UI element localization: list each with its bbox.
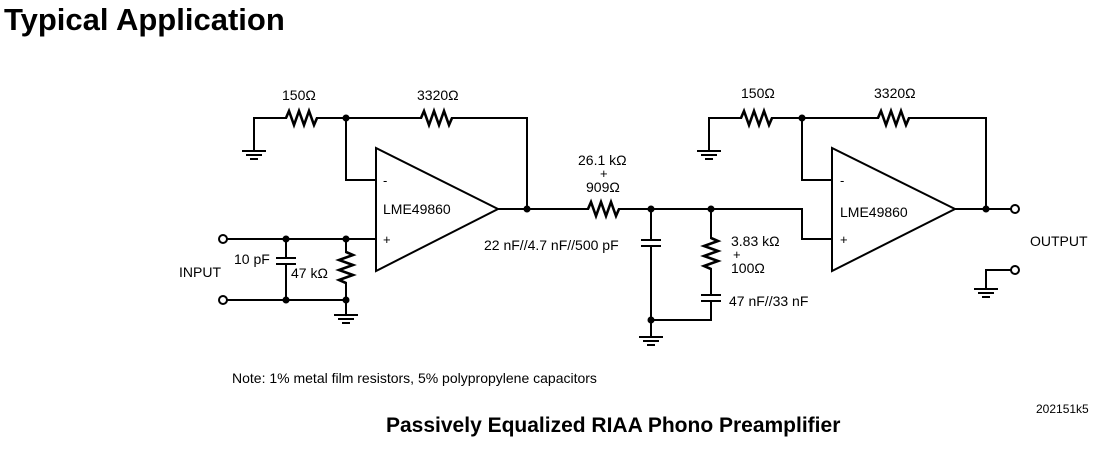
stage1-r47k-label: 47 kΩ (291, 265, 328, 281)
equalizer-network (497, 198, 833, 346)
stage2-opamp: - + LME49860 (831, 146, 958, 273)
stage1-r150-label: 150Ω (282, 87, 316, 103)
eq-shunt-r-label-b: 100Ω (731, 260, 765, 276)
node-dot (342, 114, 350, 122)
eq-shunt-plus-label: + (733, 247, 741, 262)
output-label: OUTPUT (1030, 233, 1088, 249)
output-terminal-top[interactable] (1010, 204, 1020, 214)
stage1-input-network (218, 234, 377, 324)
stage2-opamp-label: LME49860 (840, 204, 908, 220)
stage1-c10p-label: 10 pF (234, 251, 270, 267)
stage1-r3320-label: 3320Ω (417, 87, 459, 103)
eq-shunt-r-label-a: 3.83 kΩ (731, 233, 780, 249)
stage1-opamp: - + LME49860 (375, 146, 501, 273)
node-dot (342, 235, 350, 243)
eq-series-plus-label: + (600, 166, 608, 181)
stage1-opamp-label: LME49860 (383, 201, 451, 217)
stage2-r150-label: 150Ω (741, 85, 775, 101)
node-dot (982, 205, 990, 213)
input-terminal-bottom[interactable] (218, 295, 228, 305)
node-dot (282, 235, 290, 243)
stage2-r3320-label: 3320Ω (874, 85, 916, 101)
eq-shunt-c-label: 22 nF//4.7 nF//500 pF (484, 237, 619, 253)
ground-icon (697, 145, 721, 160)
output-terminal-bottom[interactable] (1010, 265, 1020, 275)
ground-icon (974, 288, 998, 298)
stage1-r47k-resistor (335, 250, 357, 285)
stage2-minus-sign: - (840, 173, 844, 188)
eq-series-r-label-b: 909Ω (586, 179, 620, 195)
stage2-r3320-resistor (876, 107, 911, 129)
node-dot (342, 296, 350, 304)
eq-series-resistor (586, 198, 621, 220)
stage1-feedback-network (242, 107, 528, 210)
footnote: Note: 1% metal film resistors, 5% polypr… (232, 370, 597, 386)
input-terminal-top[interactable] (218, 234, 228, 244)
eq-shunt-c2-label: 47 nF//33 nF (729, 293, 808, 309)
ground-icon (334, 314, 358, 324)
eq-series-r-label-a: 26.1 kΩ (578, 152, 627, 168)
page-heading: Typical Application (4, 2, 285, 37)
ground-icon (639, 319, 663, 346)
eq-shunt-resistor (700, 236, 722, 271)
input-label: INPUT (179, 264, 221, 280)
stage2-r150-resistor (739, 107, 774, 129)
ground-icon (242, 145, 266, 160)
node-dot (798, 114, 806, 122)
figure-caption: Passively Equalized RIAA Phono Preamplif… (386, 414, 841, 437)
node-dot (523, 205, 531, 213)
stage1-r150-resistor (284, 107, 319, 129)
node-dot (282, 296, 290, 304)
stage2-plus-sign: + (840, 232, 848, 247)
stage2-feedback-network (697, 107, 987, 210)
stage1-plus-sign: + (383, 232, 391, 247)
document-id: 202151k5 (1036, 402, 1089, 416)
output-network (954, 204, 1020, 298)
stage1-r3320-resistor (419, 107, 454, 129)
stage1-minus-sign: - (383, 173, 387, 188)
